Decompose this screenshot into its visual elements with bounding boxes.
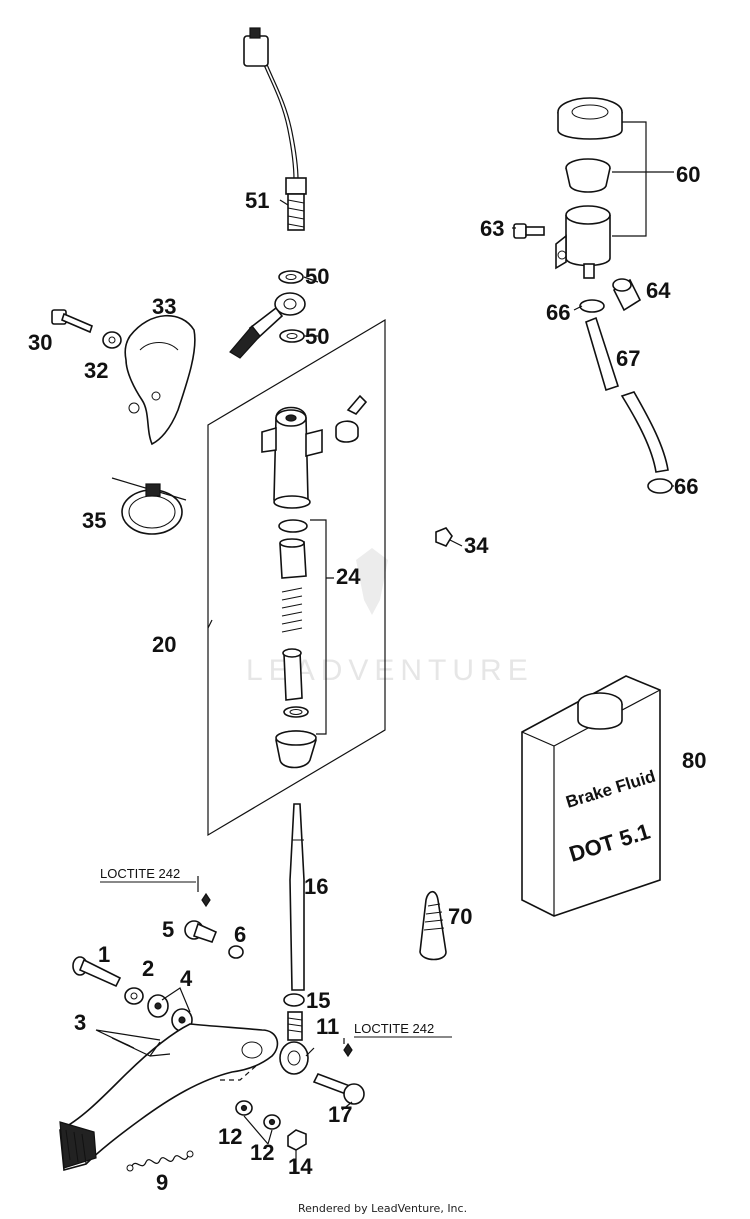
banjo-fitting <box>229 292 306 359</box>
part-24-piston-kit <box>275 519 334 769</box>
label-11: 11 <box>316 1014 339 1039</box>
label-63: 63 <box>480 216 504 241</box>
part-33-cover <box>124 314 196 446</box>
loctite-label-left: LOCTITE 242 <box>100 866 180 881</box>
loctite-label-right: LOCTITE 242 <box>354 1021 434 1036</box>
part-6-nut <box>228 945 244 959</box>
part-5-bolt <box>184 892 218 943</box>
label-4: 4 <box>180 966 193 991</box>
part-34-nut <box>435 527 453 547</box>
part-3-brake-pedal <box>59 1023 279 1172</box>
label-5: 5 <box>162 917 174 942</box>
label-51: 51 <box>245 188 269 213</box>
part-14-nut <box>287 1129 307 1151</box>
part-70-loctite-bottle <box>419 890 447 961</box>
part-17-bolt <box>312 1042 365 1105</box>
label-17: 17 <box>328 1102 352 1127</box>
label-80: 80 <box>682 748 706 773</box>
label-60: 60 <box>676 162 700 187</box>
group-box-20 <box>207 318 386 837</box>
label-64: 64 <box>646 278 671 303</box>
label-32: 32 <box>84 358 108 383</box>
part-1-bolt <box>72 956 122 988</box>
label-24: 24 <box>336 564 361 589</box>
label-50-bottom: 50 <box>305 324 329 349</box>
label-9: 9 <box>156 1170 168 1195</box>
part-4-bearings <box>147 987 193 1032</box>
part-30-bolt <box>51 309 93 334</box>
part-2-washer <box>124 987 144 1005</box>
footer-credit: Rendered by LeadVenture, Inc. <box>298 1202 467 1215</box>
part-11-clevis <box>279 1011 309 1075</box>
label-67: 67 <box>616 346 640 371</box>
part-67-hose <box>585 316 669 473</box>
label-1: 1 <box>98 942 110 967</box>
master-cylinder <box>261 394 368 509</box>
label-33: 33 <box>152 294 176 319</box>
label-66-bottom: 66 <box>674 474 698 499</box>
part-80-brake-fluid-can: Brake Fluid DOT 5.1 <box>521 675 661 917</box>
loctite-callouts: LOCTITE 242 LOCTITE 242 <box>100 866 452 1038</box>
label-34: 34 <box>464 533 489 558</box>
label-6: 6 <box>234 922 246 947</box>
label-20: 20 <box>152 632 176 657</box>
label-12-left: 12 <box>218 1124 242 1149</box>
part-12-washers <box>235 1100 281 1130</box>
label-14: 14 <box>288 1154 313 1179</box>
part-60-reservoir <box>555 97 674 279</box>
part-64-sleeve <box>612 278 642 312</box>
leader-lines <box>95 199 674 1172</box>
label-15: 15 <box>306 988 330 1013</box>
part-51-brake-switch <box>243 27 307 231</box>
part-9-spring <box>126 1150 194 1172</box>
label-35: 35 <box>82 508 106 533</box>
part-labels: 51 50 50 33 30 32 35 24 20 34 60 63 64 6… <box>28 162 706 1195</box>
label-12-right: 12 <box>250 1140 274 1165</box>
label-50-top: 50 <box>305 264 329 289</box>
label-3: 3 <box>74 1010 86 1035</box>
part-63-bolt <box>513 223 545 239</box>
label-70: 70 <box>448 904 472 929</box>
part-15-nut <box>283 993 305 1007</box>
label-16: 16 <box>304 874 328 899</box>
label-30: 30 <box>28 330 52 355</box>
part-32-nut <box>102 331 122 349</box>
label-66-top: 66 <box>546 300 570 325</box>
part-16-pushrod <box>289 803 305 991</box>
label-2: 2 <box>142 956 154 981</box>
part-35-cable-tie <box>111 477 187 535</box>
